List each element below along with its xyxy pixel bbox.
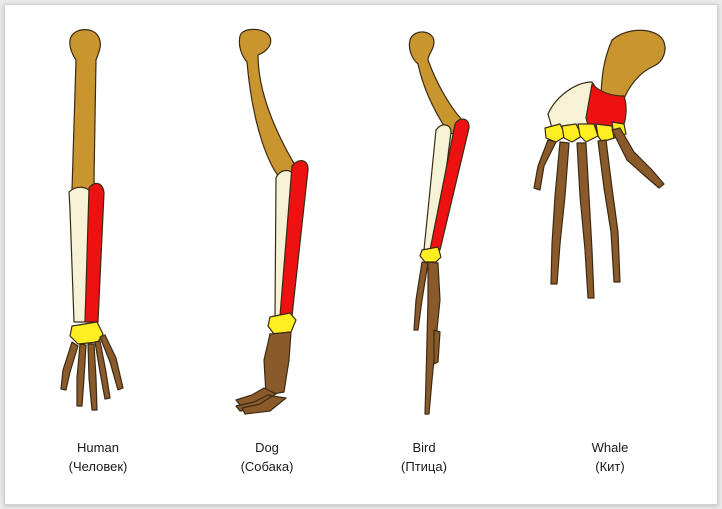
dog-phalanges bbox=[236, 332, 291, 414]
caption-human-native: (Человек) bbox=[18, 457, 178, 476]
caption-dog: Dog (Собака) bbox=[187, 438, 347, 476]
dog-limb bbox=[236, 29, 308, 414]
caption-dog-name: Dog bbox=[187, 438, 347, 457]
dog-humerus bbox=[239, 29, 295, 178]
caption-human: Human (Человек) bbox=[18, 438, 178, 476]
bird-phalanges bbox=[414, 262, 440, 414]
caption-dog-native: (Собака) bbox=[187, 457, 347, 476]
whale-phalanges bbox=[534, 128, 664, 298]
whale-limb bbox=[534, 30, 665, 298]
caption-bird-name: Bird bbox=[344, 438, 504, 457]
bird-limb bbox=[409, 32, 469, 414]
bird-humerus bbox=[409, 32, 463, 134]
human-humerus bbox=[70, 30, 101, 194]
caption-whale-name: Whale bbox=[530, 438, 690, 457]
bird-carpals bbox=[420, 247, 441, 262]
caption-bird-native: (Птица) bbox=[344, 457, 504, 476]
human-limb bbox=[61, 30, 123, 410]
caption-whale: Whale (Кит) bbox=[530, 438, 690, 476]
human-carpals bbox=[70, 322, 103, 344]
dog-carpals bbox=[268, 313, 296, 334]
caption-whale-native: (Кит) bbox=[530, 457, 690, 476]
human-phalanges bbox=[61, 335, 123, 410]
caption-human-name: Human bbox=[18, 438, 178, 457]
caption-bird: Bird (Птица) bbox=[344, 438, 504, 476]
